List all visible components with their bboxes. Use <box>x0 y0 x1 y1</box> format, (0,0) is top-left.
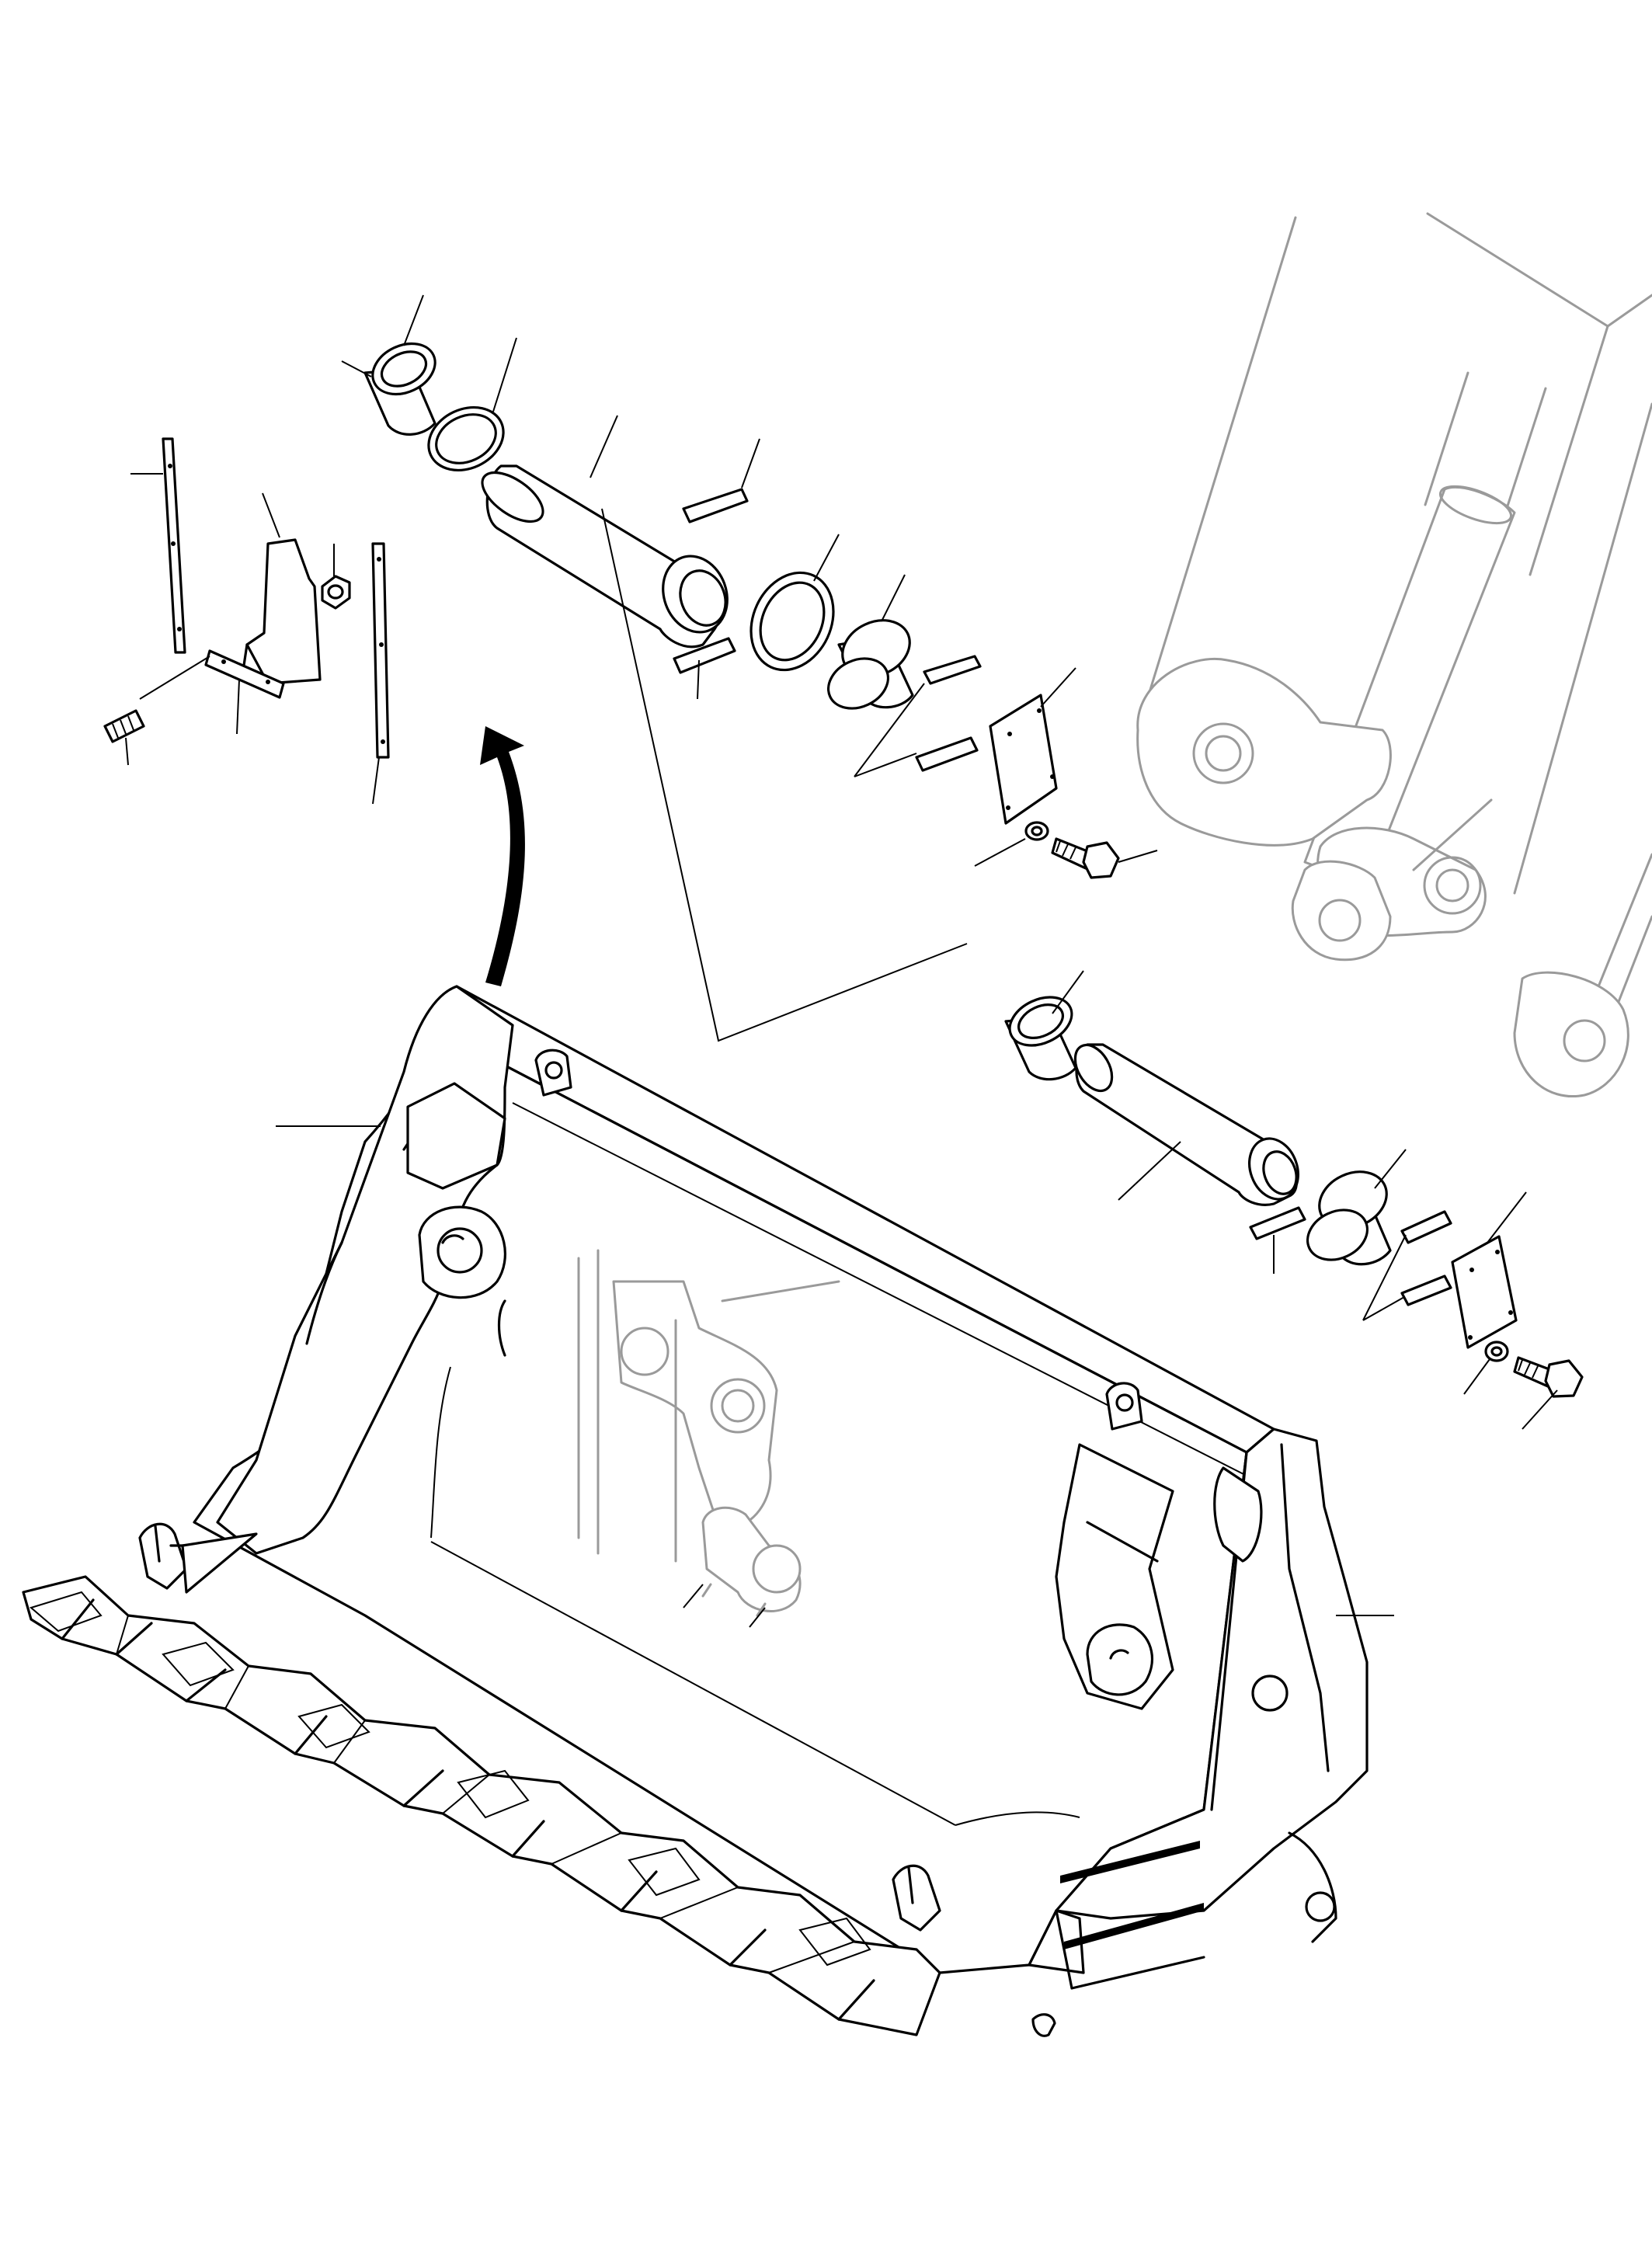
pivot-pin-upper <box>481 464 729 649</box>
lock-plate-lower <box>1249 1206 1306 1240</box>
lock-plate-upper-a <box>682 488 749 523</box>
bucket-side-plate-left <box>216 985 572 1555</box>
center-hitch-ghost <box>577 1249 840 1617</box>
bushing-upper-right <box>826 619 914 710</box>
seal-ring-upper-left <box>427 405 505 472</box>
bucket-teeth-row <box>22 1522 1085 2037</box>
wear-strip-b <box>1064 1903 1204 1949</box>
bushing-lower-right <box>1306 1170 1392 1266</box>
upper-pin-group <box>341 294 1158 1042</box>
shim-strip-long-right <box>371 542 390 759</box>
cover-plate-upper <box>989 694 1058 825</box>
bolt-upper <box>1051 837 1120 879</box>
cover-plate-lower <box>1451 1235 1518 1349</box>
shim-bar-short <box>204 649 285 699</box>
bucket-side-plate-right <box>1055 1382 1369 1943</box>
bushing-lower-left <box>1004 996 1077 1081</box>
stepped-shim-plate <box>241 538 322 685</box>
nut-icon <box>321 575 351 610</box>
boom-arm-assembly <box>1136 212 1652 1097</box>
shim-upper-b <box>915 736 979 772</box>
pivot-pin-lower <box>1073 1043 1299 1206</box>
shim-lower-a <box>1400 1210 1452 1244</box>
shim-strip-long-left <box>162 437 186 654</box>
shim-upper-a <box>923 655 982 685</box>
bushing-upper-left <box>363 342 436 436</box>
seal-ring-upper-right <box>749 571 835 672</box>
set-screw <box>103 709 145 743</box>
assembly-direction-arrow <box>480 726 525 986</box>
bolt-lower <box>1513 1356 1584 1398</box>
lock-plate-upper-b <box>673 637 736 674</box>
loader-bucket <box>22 985 1394 2037</box>
lower-pin-group <box>1004 970 1584 1430</box>
shim-kit-group <box>103 437 390 805</box>
wear-strip-a <box>1060 1841 1200 1883</box>
shim-lower-b <box>1400 1275 1452 1306</box>
